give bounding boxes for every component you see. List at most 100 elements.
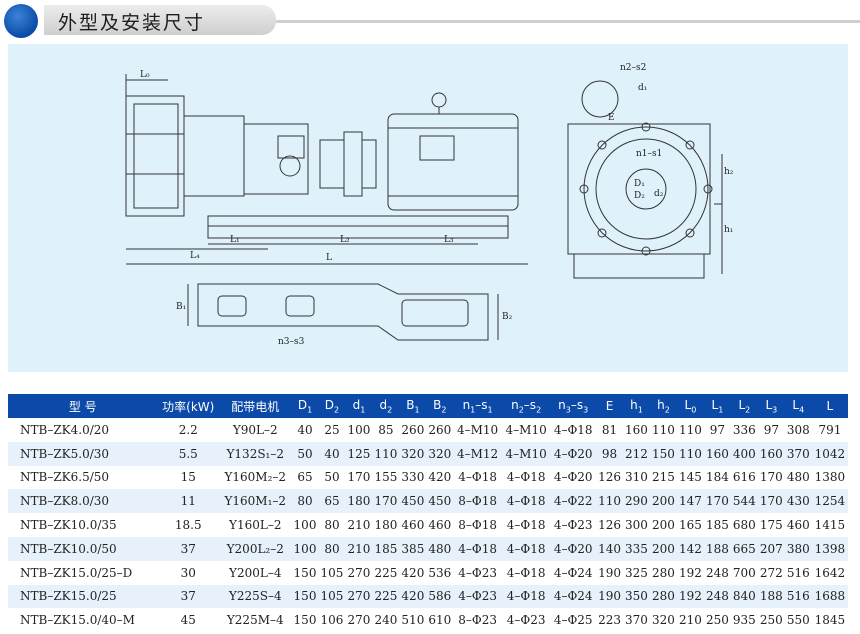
table-cell: 80 [291,489,319,514]
table-cell: 1042 [811,441,848,466]
table-cell: 200 [649,489,677,514]
table-cell: 4–Φ25 [553,613,593,628]
label-L3: L₃ [444,235,454,245]
table-cell: 180 [345,489,373,514]
table-cell: 4–M10 [505,422,547,437]
table-cell: 4–Φ18 [506,518,546,533]
table-cell: 4–Φ20 [550,536,597,561]
table-cell: Y200L–4 [229,565,282,580]
table-cell: 98 [596,441,623,466]
pump-bracket-shape [183,115,245,197]
table-cell: 126 [598,470,621,485]
table-cell: 150 [649,441,677,466]
table-cell: 420 [401,565,425,580]
table-cell: 110 [652,422,675,437]
model-cell: NTB–ZK4.0/20 [20,422,110,437]
table-cell: 45 [180,613,196,628]
table-cell: 40 [297,422,313,437]
table-cell: 125 [345,441,373,466]
table-cell: 110 [678,422,702,437]
base-frame-shape [207,215,509,239]
table-cell: 200 [649,536,677,561]
table-cell: 97 [763,422,779,437]
column-header: 配带电机 [219,394,292,418]
header-tab [44,5,276,35]
label-L: L [326,253,332,263]
table-cell: 480 [426,536,454,561]
table-cell: 106 [320,613,344,628]
column-header: h2 [649,394,677,418]
table-cell: 4–M10 [501,441,551,466]
table-cell: 65 [318,489,346,514]
table-cell: 250 [705,613,729,628]
table-cell: 4–Φ24 [553,565,593,580]
table-cell: 30 [180,565,196,580]
label-n3s3: n3–s3 [278,337,305,347]
table-cell: 142 [676,536,704,561]
column-header: B2 [426,394,454,418]
label-n2s2: n2–s2 [620,63,646,73]
table-cell: 160 [757,441,785,466]
table-cell: 188 [703,536,731,561]
table-cell: 1688 [811,584,848,609]
table-cell: 192 [678,565,702,580]
end-view-base-shape [573,253,705,279]
label-d2: d₂ [654,189,664,199]
label-L1: L₁ [230,235,240,245]
lifting-eye-icon [431,92,447,108]
table-cell: 4–Φ18 [506,565,546,580]
table-cell: 260 [401,422,425,437]
table-cell: 2.2 [178,422,198,437]
column-header: D2 [318,394,346,418]
table-cell: 4–Φ18 [501,489,551,514]
table-cell: 935 [732,613,756,628]
table-cell: 4–Φ18 [501,536,551,561]
table-cell: 40 [318,441,346,466]
label-h1: h₁ [724,225,733,235]
table-cell: 4–Φ20 [553,470,593,485]
table-cell: 18.5 [174,518,202,533]
table-cell: 420 [399,584,427,609]
table-cell: 370 [784,441,812,466]
table-cell: 791 [818,422,842,437]
table-cell: 150 [293,613,317,628]
table-cell: 536 [428,565,452,580]
table-cell: 430 [784,489,812,514]
table-cell: 1415 [814,518,846,533]
table-cell: 272 [759,565,783,580]
table-cell: 180 [374,518,398,533]
label-B2: B₂ [502,312,513,322]
label-B1: B₁ [176,302,186,312]
table-cell: 37 [157,584,219,609]
table-cell: 150 [293,565,317,580]
table-cell: 126 [598,518,621,533]
table-cell: 270 [345,584,373,609]
table-cell: 480 [786,470,810,485]
table-cell: 225 [374,565,398,580]
table-cell: 420 [428,470,452,485]
table-cell: 400 [730,441,758,466]
table-cell: 270 [347,565,371,580]
table-cell: 250 [759,613,783,628]
table-cell: 50 [291,441,319,466]
table-cell: 840 [730,584,758,609]
column-header: L [811,394,848,418]
column-header: n1–s1 [453,394,502,418]
column-header: d2 [372,394,400,418]
table-cell: 450 [426,489,454,514]
table-cell: 184 [705,470,729,485]
table-cell: 370 [625,613,648,628]
table-cell: 616 [732,470,756,485]
coupling-shape [319,139,345,189]
table-cell: 308 [786,422,810,437]
table-cell: 260 [428,422,452,437]
table-cell: 460 [786,518,810,533]
table-cell: 8–Φ18 [453,489,502,514]
table-cell: 510 [401,613,425,628]
table-cell: 160 [625,422,648,437]
table-cell: 300 [625,518,648,533]
model-cell: NTB–ZK15.0/40–M [20,613,135,628]
label-h2: h₂ [724,167,734,177]
table-cell: 385 [399,536,427,561]
